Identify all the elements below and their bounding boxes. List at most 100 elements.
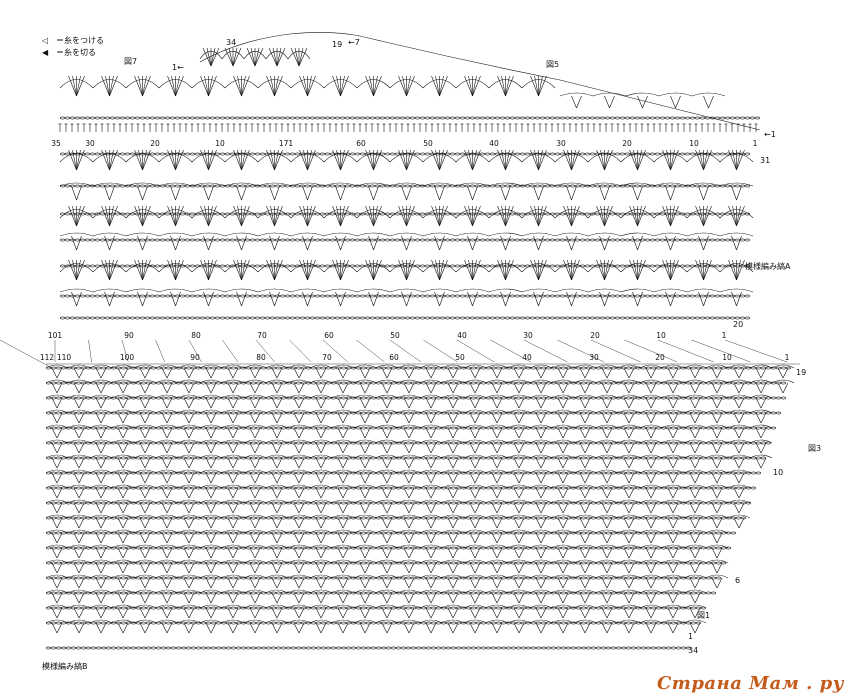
fan-stitch: [250, 47, 256, 67]
chain-stitch: [680, 501, 686, 505]
chain-stitch: [685, 456, 691, 460]
chain-stitch: [310, 486, 316, 490]
chain-stitch: [430, 531, 436, 535]
v-stitch: [738, 427, 745, 439]
chain-stitch: [161, 546, 167, 550]
chain-stitch: [171, 546, 177, 550]
chain-arch: [551, 379, 575, 384]
chain-stitch: [605, 381, 611, 385]
v-stitch: [210, 442, 217, 454]
chain-stitch: [624, 212, 630, 216]
chain-stitch: [96, 366, 102, 370]
chain-stitch: [290, 516, 296, 520]
chain-stitch: [215, 184, 221, 188]
v-stitch: [208, 235, 214, 251]
chain-stitch: [659, 212, 665, 216]
chain-stitch: [394, 294, 400, 298]
fan-stitch: [208, 205, 213, 227]
chain-stitch: [345, 471, 351, 475]
chain-stitch: [320, 501, 326, 505]
chain-arch: [331, 439, 355, 444]
chain-stitch: [535, 531, 541, 535]
chain-arch: [287, 409, 311, 414]
chain-stitch: [255, 546, 261, 550]
chain-stitch: [560, 381, 566, 385]
chain-arch: [356, 79, 391, 89]
v-stitch: [645, 397, 652, 409]
fan-stitch: [109, 205, 114, 227]
v-stitch: [716, 382, 723, 394]
v-stitch: [170, 185, 176, 201]
chain-stitch: [59, 152, 65, 156]
chain-stitch: [155, 294, 161, 298]
chain-arch: [290, 232, 325, 237]
chain-stitch: [380, 456, 386, 460]
chain-arch: [719, 153, 754, 163]
chain-stitch: [395, 396, 401, 400]
chain-stitch: [359, 152, 365, 156]
chain-stitch: [470, 471, 476, 475]
chain-stitch: [745, 396, 751, 400]
chain-stitch: [739, 184, 745, 188]
chain-stitch: [140, 184, 146, 188]
v-stitch: [538, 235, 544, 251]
chain-stitch: [131, 486, 137, 490]
chain-stitch: [684, 184, 690, 188]
chain-stitch: [569, 238, 575, 242]
chain-arch: [419, 499, 443, 504]
chain-stitch: [201, 501, 207, 505]
v-stitch: [342, 427, 349, 439]
chain-stitch: [625, 366, 631, 370]
chain-stitch: [419, 294, 425, 298]
chain-stitch: [675, 516, 681, 520]
chain-stitch: [660, 381, 666, 385]
v-stitch: [227, 517, 234, 529]
v-stitch: [755, 457, 762, 469]
chain-stitch: [196, 516, 202, 520]
chain-stitch: [165, 264, 171, 268]
chain-stitch: [545, 516, 551, 520]
chain-arch: [749, 454, 773, 459]
chain-stitch: [186, 516, 192, 520]
v-stitch: [342, 397, 349, 409]
v-stitch: [694, 457, 701, 469]
chain-stitch: [650, 366, 656, 370]
chain-arch: [455, 79, 490, 89]
v-stitch: [513, 397, 520, 409]
v-stitch: [139, 367, 146, 379]
chain-stitch: [619, 212, 625, 216]
chain-stitch: [236, 531, 242, 535]
chain-stitch: [181, 456, 187, 460]
chain-stitch: [655, 426, 661, 430]
fan-stitch: [604, 259, 613, 281]
chain-stitch: [735, 486, 741, 490]
fan-stitch: [76, 149, 85, 171]
chain-stitch: [355, 456, 361, 460]
chain-stitch: [70, 152, 76, 156]
chain-stitch: [315, 411, 321, 415]
chain-stitch: [585, 426, 591, 430]
chain-stitch: [251, 471, 257, 475]
chain-stitch: [55, 516, 61, 520]
v-stitch: [100, 382, 107, 394]
chain-stitch: [379, 238, 385, 242]
fan-stitch: [596, 205, 605, 227]
chain-stitch: [186, 501, 192, 505]
chain-stitch: [400, 531, 406, 535]
chain-stitch: [196, 471, 202, 475]
chain-arch: [389, 263, 424, 273]
chain-stitch: [470, 501, 476, 505]
chain-arch: [419, 514, 443, 519]
v-stitch: [733, 502, 740, 514]
chain-stitch: [484, 264, 490, 268]
v-stitch: [760, 412, 767, 424]
v-stitch: [381, 472, 388, 484]
chain-stitch: [340, 381, 346, 385]
chain-stitch: [176, 471, 182, 475]
chain-stitch: [589, 152, 595, 156]
v-stitch: [496, 487, 503, 499]
chain-arch: [92, 263, 127, 273]
chain-stitch: [146, 381, 152, 385]
chain-stitch: [50, 366, 56, 370]
chain-stitch: [150, 184, 156, 188]
